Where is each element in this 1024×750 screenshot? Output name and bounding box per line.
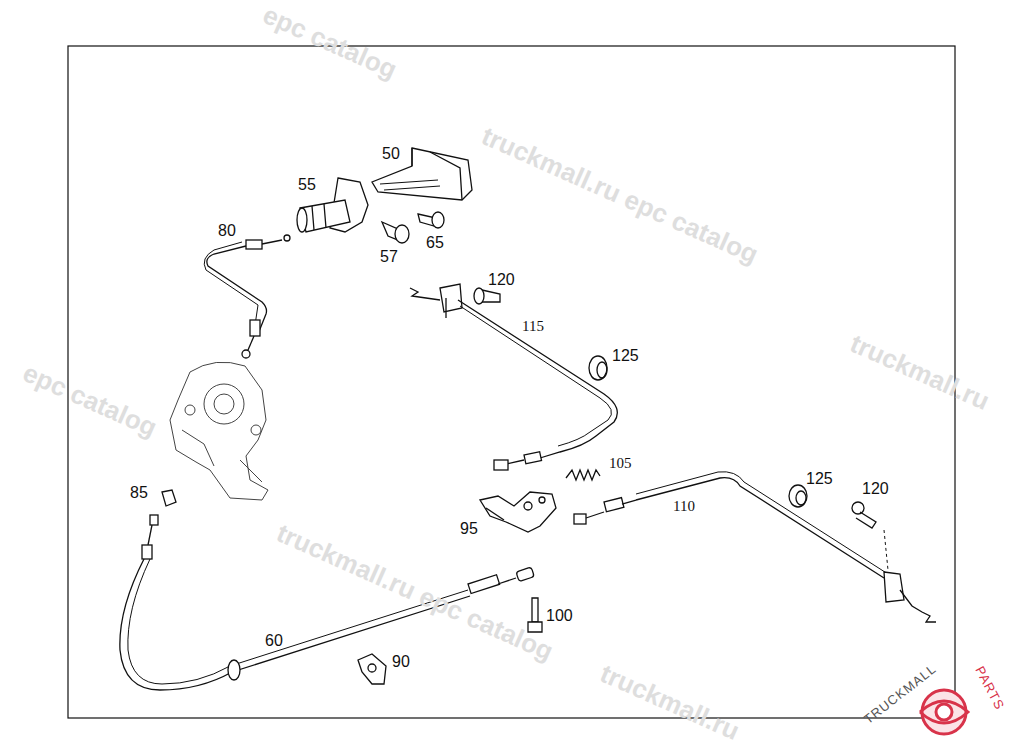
frame xyxy=(68,46,955,718)
grommet-125 xyxy=(789,485,807,507)
callout-number: 60 xyxy=(265,632,283,650)
bolt-120 xyxy=(852,502,888,570)
logo-gear xyxy=(920,690,968,734)
grommet-125 xyxy=(589,356,607,380)
callout-number: 120 xyxy=(488,271,515,289)
callout-number: 50 xyxy=(382,145,400,163)
latch-95 xyxy=(480,492,556,532)
callout-number: 125 xyxy=(612,347,639,365)
screw-65 xyxy=(418,212,444,228)
cable-80 xyxy=(204,235,290,358)
callout-number: 55 xyxy=(298,176,316,194)
screw-57 xyxy=(382,222,409,243)
callout-number: 115 xyxy=(522,317,544,335)
watermark: epc catalog xyxy=(19,357,162,443)
callout-number: 105 xyxy=(609,454,632,472)
watermark: truckmall.ru epc catalog xyxy=(477,120,762,269)
callout-number: 120 xyxy=(862,480,889,498)
spring-105 xyxy=(566,470,600,480)
callout-number: 100 xyxy=(546,607,573,625)
watermark: truckmall.ru epc catalog xyxy=(272,517,557,666)
callout-number: 90 xyxy=(392,653,410,671)
callout-number: 57 xyxy=(380,248,398,266)
part-85 xyxy=(162,490,176,506)
callout-number: 110 xyxy=(673,497,695,515)
bolt-120 xyxy=(474,288,500,304)
callout-number: 95 xyxy=(460,520,478,538)
callout-number: 80 xyxy=(218,222,236,240)
cable-110 xyxy=(574,472,936,622)
watermark: truckmall.ru xyxy=(846,328,994,416)
pedal-bracket xyxy=(170,362,268,500)
callout-number: 125 xyxy=(806,470,833,488)
logo-text: PARTS xyxy=(972,664,1007,713)
clip-90 xyxy=(358,654,386,684)
watermark: epc catalog xyxy=(259,0,402,85)
watermark: truckmall.ru xyxy=(596,658,744,746)
callout-number: 65 xyxy=(426,234,444,252)
callout-number: 85 xyxy=(130,484,148,502)
cable-115 xyxy=(410,284,617,470)
